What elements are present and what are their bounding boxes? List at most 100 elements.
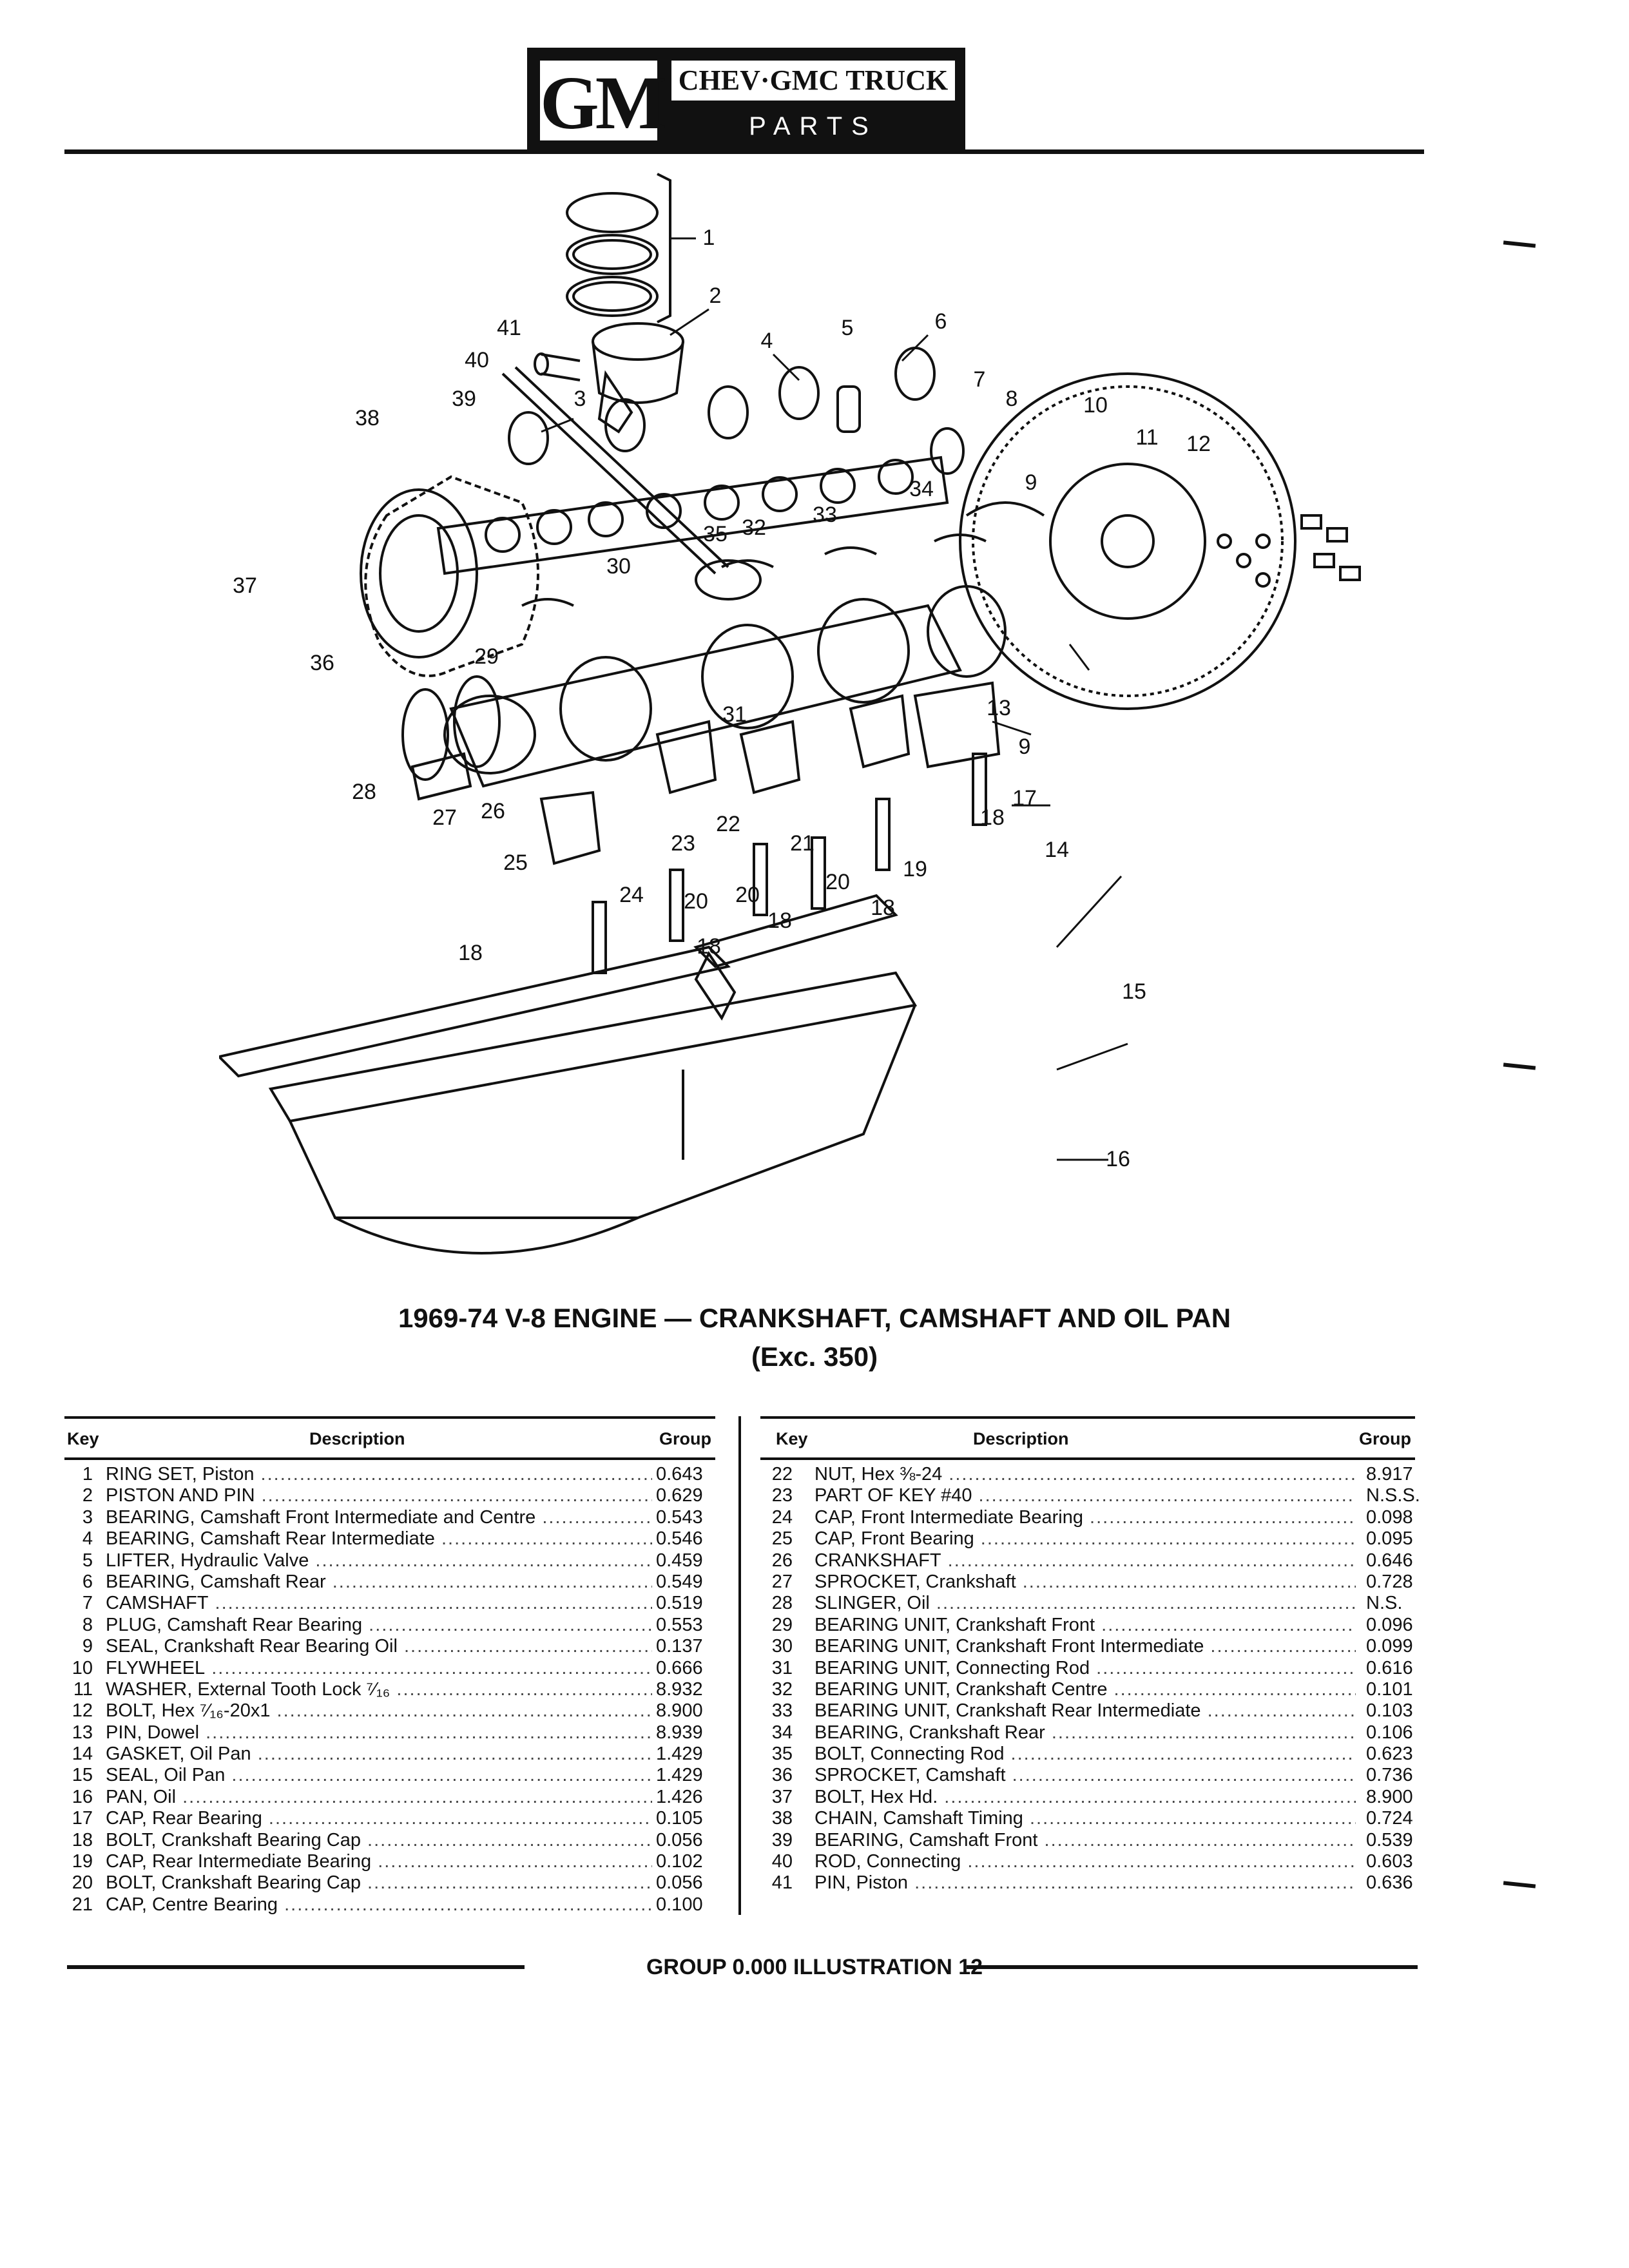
part-description: BEARING, Crankshaft Rear <box>815 1722 1356 1744</box>
part-key: 26 <box>771 1550 793 1571</box>
part-group: 0.519 <box>652 1593 703 1615</box>
svg-text:31: 31 <box>722 702 747 727</box>
part-key: 40 <box>771 1851 793 1872</box>
flywheel <box>959 372 1296 710</box>
svg-text:29: 29 <box>474 644 499 669</box>
part-key: 35 <box>771 1744 793 1765</box>
svg-text:30: 30 <box>606 554 631 579</box>
part-description: CAP, Front Intermediate Bearing <box>815 1507 1356 1528</box>
svg-text:17: 17 <box>1012 786 1037 811</box>
part-group: 0.096 <box>1362 1614 1413 1636</box>
part-key: 13 <box>72 1722 93 1743</box>
part-group: 0.603 <box>1362 1851 1413 1873</box>
part-key: 37 <box>771 1786 793 1807</box>
part-description: CAMSHAFT <box>106 1593 653 1614</box>
part-group: 0.553 <box>652 1614 703 1636</box>
part-key: 27 <box>771 1571 793 1592</box>
part-key: 22 <box>771 1464 793 1485</box>
part-key: 31 <box>771 1657 793 1678</box>
part-key: 7 <box>82 1593 93 1614</box>
part-key: 38 <box>771 1808 793 1829</box>
svg-text:27: 27 <box>432 805 457 830</box>
part-key: 23 <box>771 1485 793 1506</box>
svg-text:7: 7 <box>974 367 986 392</box>
svg-text:24: 24 <box>619 883 644 907</box>
svg-text:4: 4 <box>761 329 773 353</box>
logo-brand: CHEV·GMC TRUCK <box>671 61 955 101</box>
svg-text:33: 33 <box>813 503 837 527</box>
svg-text:3: 3 <box>574 387 586 411</box>
gm-logo: GM CHEV·GMC TRUCK PARTS CATALOGUE <box>527 48 965 177</box>
part-description: RING SET, Piston <box>106 1464 653 1485</box>
part-group: 8.932 <box>652 1678 703 1700</box>
part-description: CAP, Rear Bearing <box>106 1808 653 1829</box>
svg-text:8: 8 <box>1006 387 1018 411</box>
footer-rule-right <box>967 1965 1418 1969</box>
svg-text:1: 1 <box>703 226 715 250</box>
part-description: ROD, Connecting <box>815 1851 1356 1872</box>
part-group: 0.100 <box>652 1894 703 1916</box>
svg-text:18: 18 <box>980 805 1005 830</box>
illustration-title: 1969-74 V-8 ENGINE — CRANKSHAFT, CAMSHAF… <box>398 1303 1231 1333</box>
part-description: GASKET, Oil Pan <box>106 1744 653 1765</box>
part-group: 0.643 <box>652 1464 703 1485</box>
part-group: 0.646 <box>1362 1550 1413 1571</box>
table-row: 1 RING SET, Piston0.643 <box>64 1464 715 1485</box>
svg-text:19: 19 <box>903 857 927 881</box>
footer-rule-left <box>67 1965 525 1969</box>
svg-text:18: 18 <box>458 941 483 965</box>
part-key: 8 <box>82 1614 93 1635</box>
part-description: CAP, Rear Intermediate Bearing <box>106 1851 653 1872</box>
svg-text:36: 36 <box>310 651 334 675</box>
part-description: BOLT, Crankshaft Bearing Cap <box>106 1872 653 1894</box>
svg-text:9: 9 <box>1019 735 1031 759</box>
part-description: BEARING UNIT, Crankshaft Front Intermedi… <box>815 1636 1356 1657</box>
margin-mark <box>1503 1062 1536 1070</box>
part-description: FLYWHEEL <box>106 1658 653 1679</box>
part-key: 34 <box>771 1722 793 1743</box>
svg-text:21: 21 <box>790 831 815 856</box>
part-key: 21 <box>72 1894 93 1915</box>
part-key: 19 <box>72 1851 93 1872</box>
part-key: 4 <box>82 1528 93 1550</box>
part-description: BEARING, Camshaft Front <box>815 1830 1356 1851</box>
part-description: SLINGER, Oil <box>815 1593 1356 1614</box>
part-key: 2 <box>82 1485 93 1506</box>
header-key: Key <box>776 1429 808 1448</box>
svg-text:23: 23 <box>671 831 695 856</box>
part-key: 6 <box>82 1571 93 1592</box>
part-description: CAP, Centre Bearing <box>106 1894 653 1916</box>
part-description: BEARING, Camshaft Rear <box>106 1571 653 1593</box>
part-key: 32 <box>771 1678 793 1700</box>
svg-text:41: 41 <box>497 316 521 340</box>
part-key: 1 <box>82 1464 93 1485</box>
part-key: 16 <box>72 1786 93 1807</box>
part-description: WASHER, External Tooth Lock ⁷⁄₁₆ <box>106 1679 653 1700</box>
part-key: 14 <box>72 1744 93 1765</box>
part-group: N.S.S. <box>1362 1485 1420 1507</box>
svg-text:14: 14 <box>1045 838 1069 862</box>
svg-text:34: 34 <box>909 477 934 501</box>
header-rule <box>64 149 1424 154</box>
svg-text:20: 20 <box>735 883 760 907</box>
svg-text:15: 15 <box>1122 979 1146 1004</box>
svg-text:16: 16 <box>1106 1147 1130 1171</box>
svg-text:6: 6 <box>935 309 947 334</box>
svg-text:12: 12 <box>1186 432 1211 456</box>
part-group: 0.459 <box>652 1550 703 1571</box>
camshaft <box>436 456 949 575</box>
part-group: 0.666 <box>652 1657 703 1679</box>
part-description: BEARING UNIT, Crankshaft Centre <box>815 1679 1356 1700</box>
part-description: PIN, Dowel <box>106 1722 653 1744</box>
